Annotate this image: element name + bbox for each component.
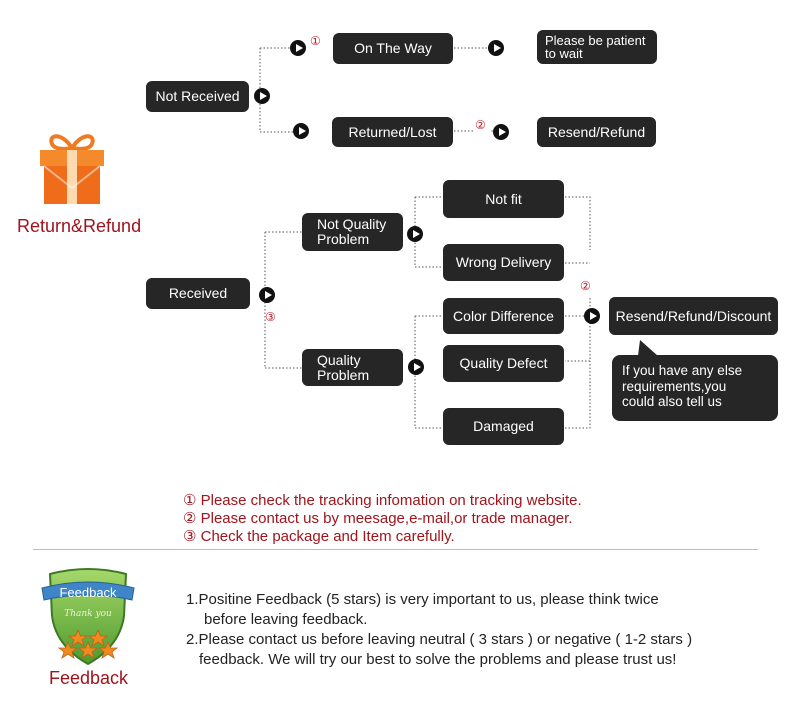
please-wait-box: Please be patient to wait (537, 30, 657, 64)
note-3: ③ Check the package and Item carefully. (183, 528, 455, 545)
feedback-shield-icon: Feedback Thank you (41, 568, 135, 666)
quality-problem-box: Quality Problem (302, 349, 403, 386)
please-wait-line1: Please be patient (545, 33, 646, 48)
quality-defect-box: Quality Defect (443, 345, 564, 382)
bubble-line2: requirements,you (622, 378, 727, 394)
color-difference-box: Color Difference (443, 298, 564, 334)
arrow-icon (407, 226, 423, 242)
not-quality-line1: Not Quality (317, 216, 387, 232)
arrow-icon (293, 123, 309, 139)
quality-line1: Quality (317, 351, 361, 368)
returned-lost-box: Returned/Lost (332, 117, 453, 147)
not-quality-problem-box: Not Quality Problem (302, 213, 403, 251)
marker-1: ① (310, 34, 321, 48)
gift-icon (40, 134, 104, 204)
section-divider (33, 549, 758, 550)
wrong-delivery-box: Wrong Delivery (443, 244, 564, 281)
received-box: Received (146, 278, 250, 309)
bubble-line3: could also tell us (622, 394, 722, 409)
feedback-line-2b: feedback. We will try our best to solve … (199, 651, 677, 668)
marker-3: ③ (265, 310, 276, 324)
quality-line2: Problem (317, 366, 370, 383)
on-the-way-box: On The Way (333, 33, 453, 64)
note-2: ② Please contact us by meesage,e-mail,or… (183, 510, 573, 527)
resend-refund-discount-box: Resend/Refund/Discount (609, 297, 778, 335)
marker-2: ② (580, 279, 591, 293)
not-fit-box: Not fit (443, 180, 564, 218)
not-quality-line2: Problem (317, 231, 370, 247)
arrow-icon (259, 287, 275, 303)
not-received-box: Not Received (146, 81, 249, 112)
marker-2: ② (475, 118, 486, 132)
resend-refund-box: Resend/Refund (537, 117, 656, 147)
feedback-line-1a: 1.Positine Feedback (5 stars) is very im… (186, 591, 659, 608)
arrow-icon (408, 359, 424, 375)
speech-bubble-shape (612, 340, 778, 421)
arrow-icon (254, 88, 270, 104)
arrow-icon (290, 40, 306, 56)
bubble-line1: If you have any else (622, 363, 743, 378)
please-wait-line2: to wait (545, 46, 583, 61)
badge-top-text: Feedback (59, 585, 117, 600)
note-1: ① Please check the tracking infomation o… (183, 492, 582, 509)
speech-bubble: If you have any else requirements,you co… (622, 363, 742, 410)
stars-icon (57, 628, 119, 659)
return-refund-title: Return&Refund (17, 216, 142, 236)
feedback-line-1b: before leaving feedback. (204, 611, 368, 628)
damaged-box: Damaged (443, 408, 564, 445)
feedback-line-2a: 2.Please contact us before leaving neutr… (186, 631, 693, 648)
arrow-icon (488, 40, 504, 56)
arrow-icon (584, 308, 600, 324)
badge-script-text: Thank you (64, 609, 112, 619)
feedback-title: Feedback (49, 668, 129, 688)
arrow-icon (493, 124, 509, 140)
